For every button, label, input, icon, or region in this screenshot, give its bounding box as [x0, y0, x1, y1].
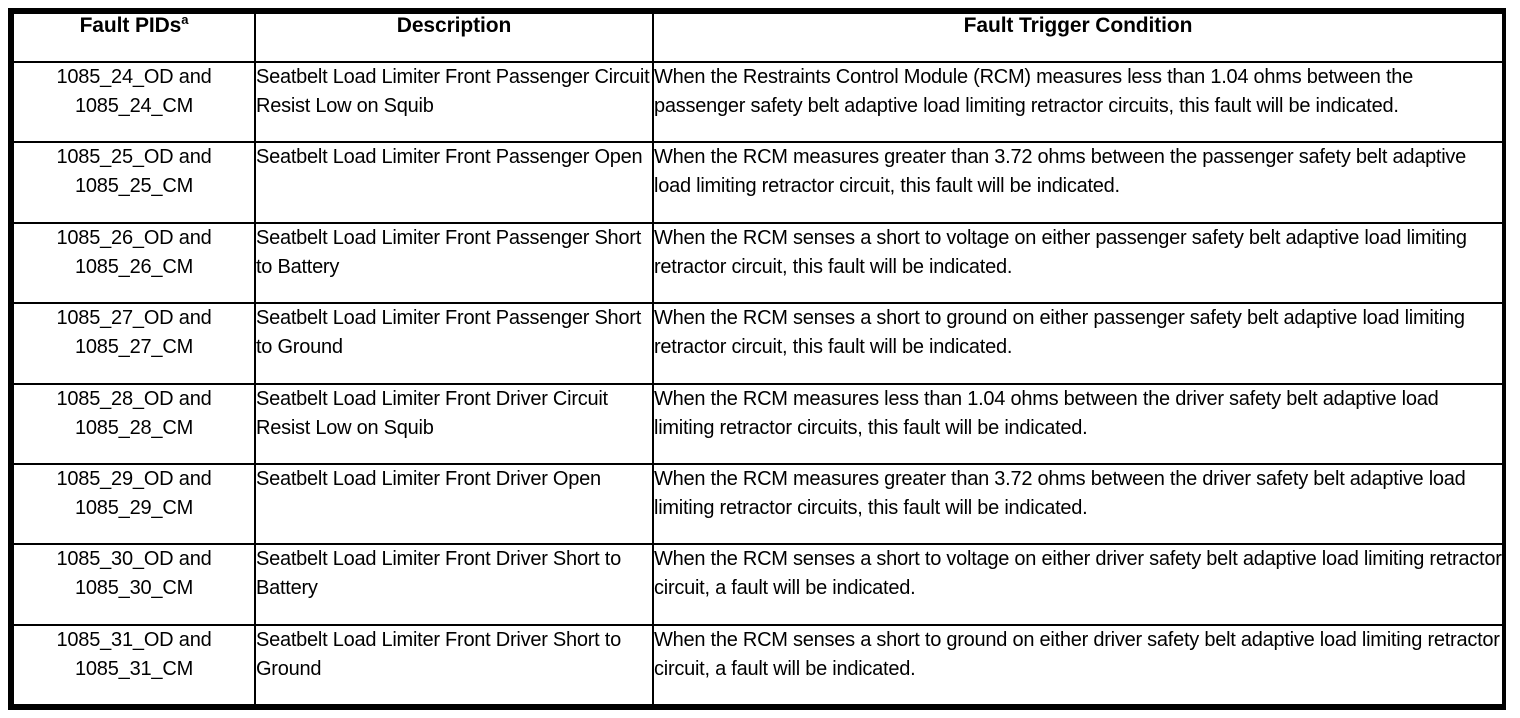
- cell-description: Seatbelt Load Limiter Front Passenger Sh…: [254, 302, 654, 385]
- cell-fault-trigger-condition: When the RCM senses a short to ground on…: [652, 302, 1504, 385]
- table-row: 1085_30_OD and 1085_30_CM Seatbelt Load L…: [12, 543, 1504, 626]
- cell-description: Seatbelt Load Limiter Front Passenger Ci…: [254, 60, 654, 144]
- cell-description: Seatbelt Load Limiter Front Driver Short…: [254, 543, 654, 626]
- pid-line-2: 1085_31_CM: [74, 657, 194, 680]
- cell-fault-pids: 1085_31_OD and 1085_31_CM: [12, 623, 256, 707]
- cell-fault-trigger-condition: When the RCM senses a short to voltage o…: [652, 543, 1504, 626]
- table-row: 1085_25_OD and 1085_25_CM Seatbelt Load L…: [12, 141, 1504, 224]
- cell-fault-pids: 1085_25_OD and 1085_25_CM: [12, 141, 256, 224]
- column-header-fault-trigger-condition: Fault Trigger Condition: [652, 12, 1504, 63]
- column-header-description: Description: [254, 12, 654, 63]
- pid-line-2: 1085_25_CM: [74, 175, 194, 198]
- cell-fault-trigger-condition: When the RCM measures less than 1.04 ohm…: [652, 382, 1504, 465]
- fault-pid-table-container: Fault PIDsa Description Fault Trigger Co…: [8, 8, 1506, 710]
- cell-fault-trigger-condition: When the Restraints Control Module (RCM)…: [652, 60, 1504, 144]
- footnote-marker-a: a: [181, 12, 189, 27]
- pid-line-1: 1085_25_OD and: [56, 146, 212, 169]
- pid-line-1: 1085_26_OD and: [56, 226, 212, 249]
- cell-fault-pids: 1085_27_OD and 1085_27_CM: [12, 302, 256, 385]
- pid-line-1: 1085_31_OD and: [56, 628, 212, 651]
- pid-line-1: 1085_24_OD and: [56, 66, 212, 88]
- pid-line-2: 1085_30_CM: [74, 577, 194, 600]
- cell-description: Seatbelt Load Limiter Front Driver Short…: [254, 623, 654, 707]
- column-header-fault-pids-label: Fault PIDs: [79, 14, 182, 37]
- table-row: 1085_26_OD and 1085_26_CM Seatbelt Load L…: [12, 221, 1504, 305]
- pid-line-2: 1085_24_CM: [74, 95, 194, 117]
- table-row: 1085_24_OD and 1085_24_CM Seatbelt Load L…: [12, 60, 1504, 144]
- cell-fault-pids: 1085_30_OD and 1085_30_CM: [12, 543, 256, 626]
- pid-line-1: 1085_30_OD and: [56, 548, 212, 571]
- fault-pid-table: Fault PIDsa Description Fault Trigger Co…: [12, 12, 1504, 707]
- header-row: Fault PIDsa Description Fault Trigger Co…: [12, 12, 1504, 63]
- cell-description: Seatbelt Load Limiter Front Driver Circu…: [254, 382, 654, 465]
- pid-line-2: 1085_28_CM: [74, 416, 194, 439]
- cell-fault-pids: 1085_24_OD and 1085_24_CM: [12, 60, 256, 144]
- cell-fault-trigger-condition: When the RCM measures greater than 3.72 …: [652, 141, 1504, 224]
- cell-description: Seatbelt Load Limiter Front Driver Open: [254, 462, 654, 546]
- cell-fault-trigger-condition: When the RCM measures greater than 3.72 …: [652, 462, 1504, 546]
- table-header: Fault PIDsa Description Fault Trigger Co…: [12, 12, 1504, 63]
- pid-line-2: 1085_27_CM: [74, 336, 194, 359]
- pid-line-1: 1085_28_OD and: [56, 387, 212, 410]
- cell-fault-pids: 1085_29_OD and 1085_29_CM: [12, 462, 256, 546]
- table-body: 1085_24_OD and 1085_24_CM Seatbelt Load L…: [12, 60, 1504, 707]
- column-header-fault-pids: Fault PIDsa: [12, 12, 256, 63]
- pid-line-1: 1085_29_OD and: [56, 467, 212, 490]
- table-row: 1085_31_OD and 1085_31_CM Seatbelt Load L…: [12, 623, 1504, 707]
- cell-fault-pids: 1085_28_OD and 1085_28_CM: [12, 382, 256, 465]
- cell-fault-pids: 1085_26_OD and 1085_26_CM: [12, 221, 256, 305]
- cell-fault-trigger-condition: When the RCM senses a short to ground on…: [652, 623, 1504, 707]
- table-row: 1085_28_OD and 1085_28_CM Seatbelt Load L…: [12, 382, 1504, 465]
- cell-description: Seatbelt Load Limiter Front Passenger Op…: [254, 141, 654, 224]
- cell-fault-trigger-condition: When the RCM senses a short to voltage o…: [652, 221, 1504, 305]
- cell-description: Seatbelt Load Limiter Front Passenger Sh…: [254, 221, 654, 305]
- pid-line-2: 1085_26_CM: [74, 255, 194, 278]
- table-row: 1085_27_OD and 1085_27_CM Seatbelt Load L…: [12, 302, 1504, 385]
- table-row: 1085_29_OD and 1085_29_CM Seatbelt Load L…: [12, 462, 1504, 546]
- pid-line-2: 1085_29_CM: [74, 496, 194, 519]
- pid-line-1: 1085_27_OD and: [56, 307, 212, 330]
